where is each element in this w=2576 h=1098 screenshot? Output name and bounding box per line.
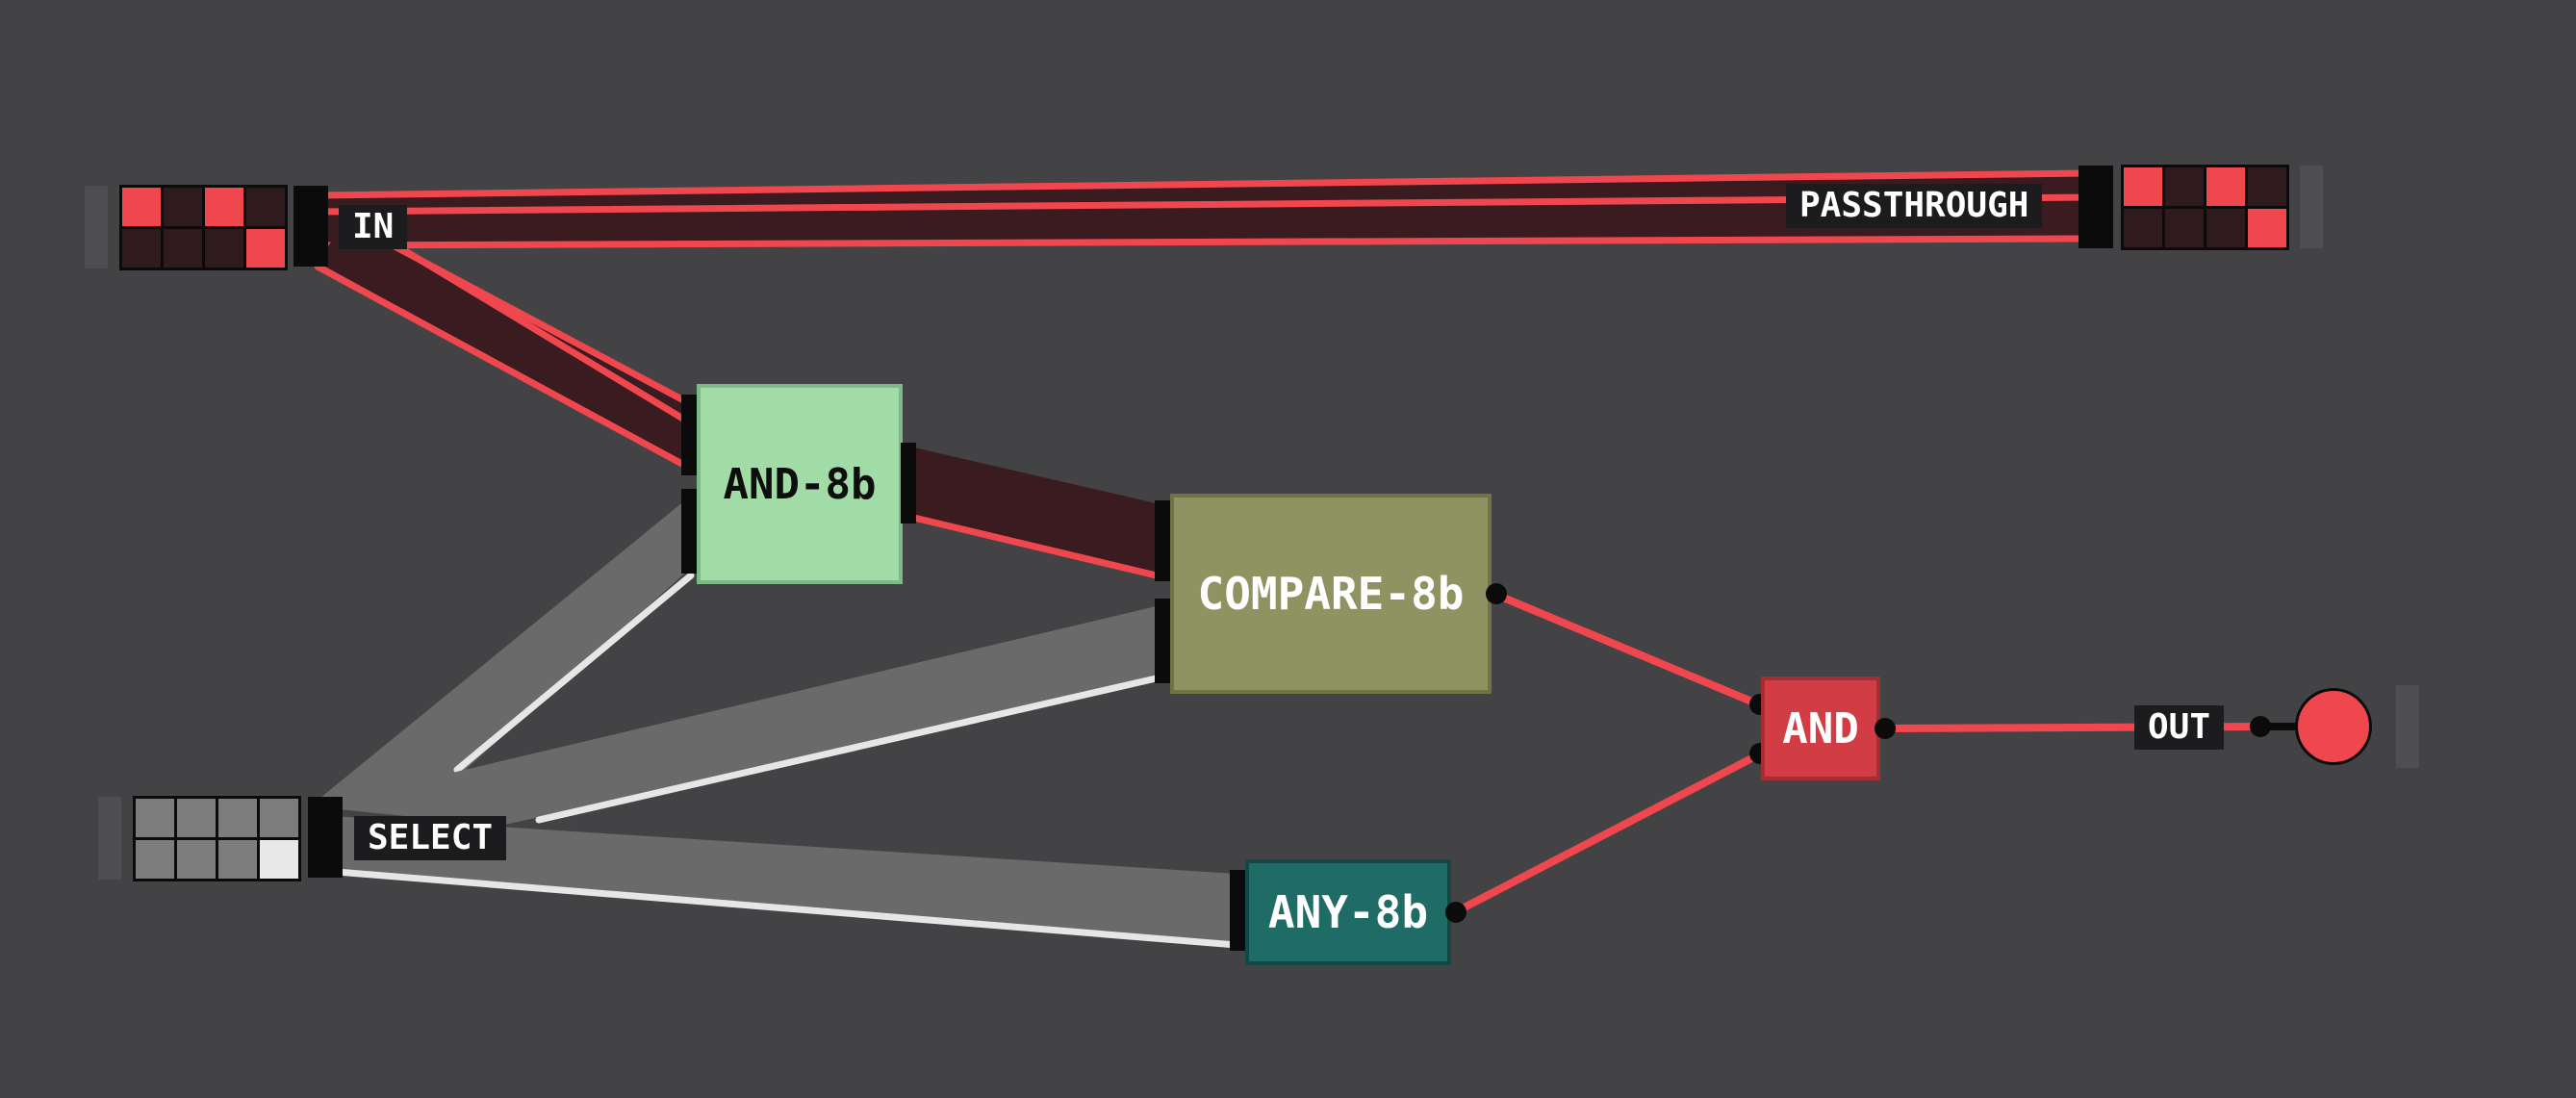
select-label: SELECT: [354, 816, 507, 860]
wire-select-any8: [333, 868, 1240, 949]
passthrough-bit-2[interactable]: [2206, 167, 2245, 206]
compare8-input-port-a[interactable]: [1155, 500, 1170, 581]
and-gate-chip-label: AND: [1782, 703, 1859, 753]
in-label: IN: [339, 205, 408, 249]
passthrough-bit-grid: [2121, 165, 2289, 250]
out-rail: [2396, 685, 2419, 768]
in-bit-5[interactable]: [164, 229, 202, 268]
in-bit-7[interactable]: [246, 229, 285, 268]
passthrough-bit-7[interactable]: [2248, 209, 2286, 247]
passthrough-label: PASSTHROUGH: [1786, 184, 2043, 228]
passthrough-bit-5[interactable]: [2165, 209, 2204, 247]
out-lamp-indicator: [2295, 688, 2372, 765]
passthrough-bit-4[interactable]: [2124, 209, 2162, 247]
in-rail: [85, 186, 108, 268]
compare8-input-port-b[interactable]: [1155, 599, 1170, 683]
bus-select-and8[interactable]: [310, 496, 691, 806]
out-input-pin[interactable]: [2250, 716, 2271, 737]
compare8-chip[interactable]: COMPARE-8b: [1170, 494, 1492, 694]
wire-in-passthrough-top: [314, 169, 2092, 199]
and-gate-chip[interactable]: AND: [1761, 677, 1880, 780]
and8-input-port-a[interactable]: [681, 395, 697, 475]
wire-in-passthrough-bottom: [314, 235, 2092, 249]
in-bit-4[interactable]: [122, 229, 161, 268]
in-bit-0[interactable]: [122, 188, 161, 226]
wire-any8-and: [1451, 750, 1765, 916]
any8-chip[interactable]: ANY-8b: [1245, 859, 1451, 965]
in-bit-3[interactable]: [246, 188, 285, 226]
select-bit-3[interactable]: [260, 799, 298, 837]
wire-in-and8-c: [314, 263, 695, 472]
compare8-output-pin[interactable]: [1486, 583, 1507, 604]
wire-select-compare8: [535, 673, 1168, 824]
passthrough-bit-1[interactable]: [2165, 167, 2204, 206]
select-bit-0[interactable]: [136, 799, 174, 837]
passthrough-rail: [2300, 166, 2323, 248]
select-bit-7[interactable]: [260, 840, 298, 879]
select-output-port[interactable]: [308, 797, 343, 878]
and8-input-port-b[interactable]: [681, 489, 697, 574]
in-bit-2[interactable]: [205, 188, 243, 226]
select-bit-2[interactable]: [218, 799, 257, 837]
and8-chip[interactable]: AND-8b: [697, 384, 903, 584]
bus-and8-compare8[interactable]: [914, 447, 1164, 577]
in-bit-grid[interactable]: [119, 185, 288, 270]
select-bit-6[interactable]: [218, 840, 257, 879]
any8-output-pin[interactable]: [1445, 902, 1467, 923]
compare8-chip-label: COMPARE-8b: [1197, 568, 1465, 620]
select-bit-grid[interactable]: [133, 796, 301, 881]
and8-output-port[interactable]: [901, 443, 916, 523]
and-output-pin[interactable]: [1875, 718, 1896, 739]
wire-compare8-and: [1492, 591, 1765, 709]
passthrough-bit-0[interactable]: [2124, 167, 2162, 206]
wire-select-and8: [453, 572, 695, 774]
select-rail: [98, 797, 121, 880]
in-bit-6[interactable]: [205, 229, 243, 268]
out-label: OUT: [2134, 705, 2225, 750]
passthrough-bit-3[interactable]: [2248, 167, 2286, 206]
in-bit-1[interactable]: [164, 188, 202, 226]
any8-chip-label: ANY-8b: [1267, 886, 1429, 938]
bus-select-compare8[interactable]: [310, 604, 1164, 826]
passthrough-input-port[interactable]: [2079, 166, 2113, 248]
bus-select-any8[interactable]: [332, 816, 1237, 945]
in-output-port[interactable]: [293, 186, 328, 267]
bus-in-passthrough[interactable]: [318, 171, 2088, 245]
select-bit-1[interactable]: [177, 799, 216, 837]
any8-input-port[interactable]: [1230, 870, 1245, 951]
wire-and8-compare8: [910, 514, 1168, 581]
wire-in-and8-b: [381, 235, 695, 427]
select-bit-4[interactable]: [136, 840, 174, 879]
passthrough-bit-6[interactable]: [2206, 209, 2245, 247]
select-bit-5[interactable]: [177, 840, 216, 879]
and8-chip-label: AND-8b: [723, 459, 877, 509]
bus-in-and8[interactable]: [318, 231, 691, 472]
